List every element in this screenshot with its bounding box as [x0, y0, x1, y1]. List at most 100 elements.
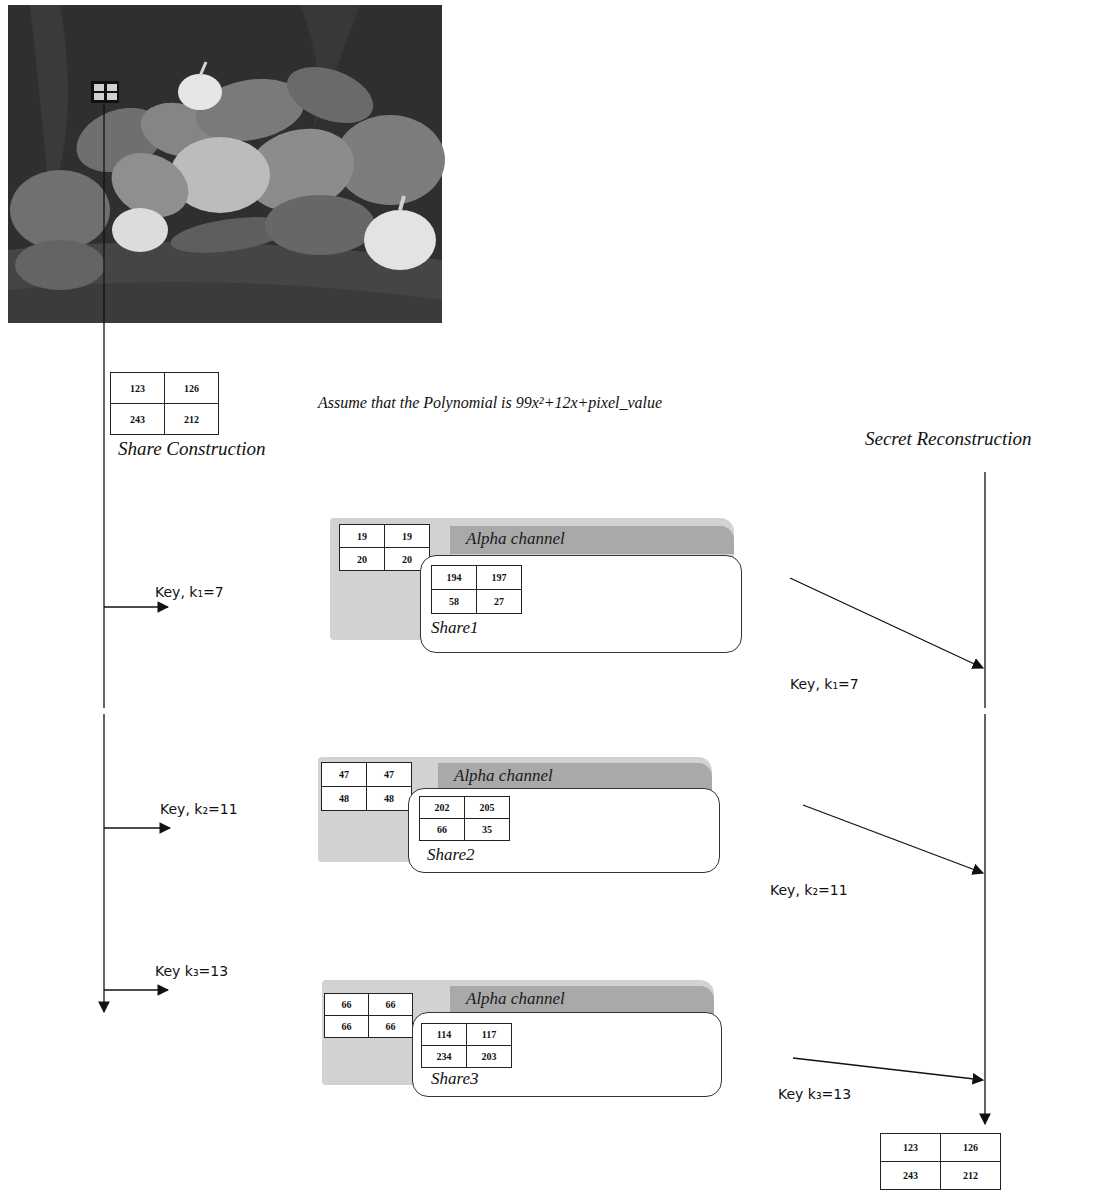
matrix-cell: 243: [881, 1162, 941, 1190]
matrix-cell: 48: [367, 787, 412, 811]
matrix-cell: 243: [111, 404, 165, 435]
key-label: Key, k₂=11: [160, 801, 238, 817]
pixel-matrix: 19 19 20 20: [339, 524, 430, 571]
pixel-value: 243: [130, 414, 145, 425]
share-name: Share3: [431, 1069, 479, 1089]
matrix-cell: 114: [422, 1024, 467, 1046]
matrix-cell: 19: [340, 525, 385, 548]
channel-heading: Alpha channel: [450, 986, 714, 1014]
key-label: Key k₃=13: [778, 1086, 851, 1102]
pixel-value: 234: [437, 1051, 452, 1062]
share-box: 114 117 234 203Share3: [412, 1012, 722, 1097]
key-arrow: [104, 827, 170, 828]
channel-heading: Alpha channel: [438, 763, 712, 791]
pixel-value: 126: [963, 1142, 978, 1153]
construction-line: [103, 714, 104, 1012]
pixel-value: 66: [342, 999, 352, 1010]
matrix-cell: 205: [465, 797, 510, 819]
matrix-cell: 66: [420, 819, 465, 841]
pixel-matrix: 66 66 66 66: [324, 993, 413, 1038]
pixel-value: 212: [963, 1170, 978, 1181]
pixel-value: 205: [480, 802, 495, 813]
reconstruction-line: [984, 714, 985, 1124]
pixel-value: 202: [435, 802, 450, 813]
matrix-cell: 126: [165, 373, 219, 404]
matrix-cell: 47: [367, 763, 412, 787]
pixel-value: 194: [447, 572, 462, 583]
matrix-cell: 66: [325, 994, 369, 1016]
key-label: Key k₃=13: [155, 963, 228, 979]
pixel-value: 117: [482, 1029, 496, 1040]
matrix-cell: 66: [369, 1016, 413, 1038]
flow-lines: [104, 103, 985, 1124]
share-box: 202 205 66 35Share2: [408, 788, 720, 873]
matrix-cell: 202: [420, 797, 465, 819]
pixel-value: 126: [184, 383, 199, 394]
construction-line: [103, 103, 104, 708]
pixel-value: 197: [492, 572, 507, 583]
pixel-value: 47: [339, 769, 349, 780]
reconstruction-line: [984, 472, 985, 708]
pixel-value: 66: [386, 1021, 396, 1032]
matrix-cell: 126: [941, 1134, 1001, 1162]
pixel-value: 114: [437, 1029, 451, 1040]
pixel-matrix: 114 117 234 203: [421, 1023, 512, 1068]
key-label: Key, k₁=7: [790, 676, 859, 692]
share-name: Share1: [431, 618, 479, 638]
share-arrow: [803, 805, 983, 873]
matrix-cell: 35: [465, 819, 510, 841]
matrix-cell: 58: [432, 590, 477, 614]
pixel-value: 35: [482, 824, 492, 835]
share-box: 194 197 58 27Share1: [420, 555, 742, 653]
matrix-cell: 47: [322, 763, 367, 787]
matrix-cell: 20: [340, 548, 385, 571]
matrix-cell: 123: [111, 373, 165, 404]
share-name: Share2: [427, 845, 475, 865]
pixel-value: 19: [357, 531, 367, 542]
polynomial-note: Assume that the Polynomial is 99x²+12x+p…: [318, 394, 662, 412]
pixel-matrix: 194 197 58 27: [431, 565, 522, 614]
matrix-cell: 66: [369, 994, 413, 1016]
matrix-cell: 48: [322, 787, 367, 811]
matrix-cell: 117: [467, 1024, 512, 1046]
pixel-value: 27: [494, 596, 504, 607]
matrix-cell: 66: [325, 1016, 369, 1038]
matrix-cell: 203: [467, 1046, 512, 1068]
pixel-value: 243: [903, 1170, 918, 1181]
key-label: Key, k₁=7: [155, 584, 224, 600]
pixel-value: 20: [357, 554, 367, 565]
pixel-value: 58: [449, 596, 459, 607]
pixel-value: 123: [130, 383, 145, 394]
matrix-cell: 27: [477, 590, 522, 614]
pixel-value: 66: [342, 1021, 352, 1032]
channel-heading: Alpha channel: [450, 526, 734, 554]
pixel-value: 212: [184, 414, 199, 425]
peppers-photo: [8, 5, 445, 323]
stage-heading: Share Construction: [118, 438, 266, 460]
pixel-matrix: 47 47 48 48: [321, 762, 412, 811]
matrix-cell: 123: [881, 1134, 941, 1162]
pixel-value: 48: [384, 793, 394, 804]
pixel-value: 203: [482, 1051, 497, 1062]
stage-heading: Secret Reconstruction: [865, 428, 1032, 450]
block-marker: [91, 81, 119, 103]
pixel-value: 123: [903, 1142, 918, 1153]
matrix-cell: 234: [422, 1046, 467, 1068]
pixel-value: 66: [437, 824, 447, 835]
matrix-cell: 212: [165, 404, 219, 435]
share-arrow: [790, 578, 983, 668]
matrix-cell: 212: [941, 1162, 1001, 1190]
pixel-matrix: 123 126 243 212: [110, 372, 219, 435]
pixel-value: 19: [402, 531, 412, 542]
pixel-value: 20: [402, 554, 412, 565]
pixel-matrix: 123 126 243 212: [880, 1133, 1001, 1190]
share-arrow: [793, 1058, 983, 1080]
key-arrow: [104, 606, 168, 607]
matrix-cell: 19: [385, 525, 430, 548]
matrix-cell: 194: [432, 566, 477, 590]
key-label: Key, k₂=11: [770, 882, 848, 898]
pixel-value: 66: [386, 999, 396, 1010]
pixel-value: 48: [339, 793, 349, 804]
matrix-cell: 197: [477, 566, 522, 590]
key-arrow: [104, 989, 168, 990]
